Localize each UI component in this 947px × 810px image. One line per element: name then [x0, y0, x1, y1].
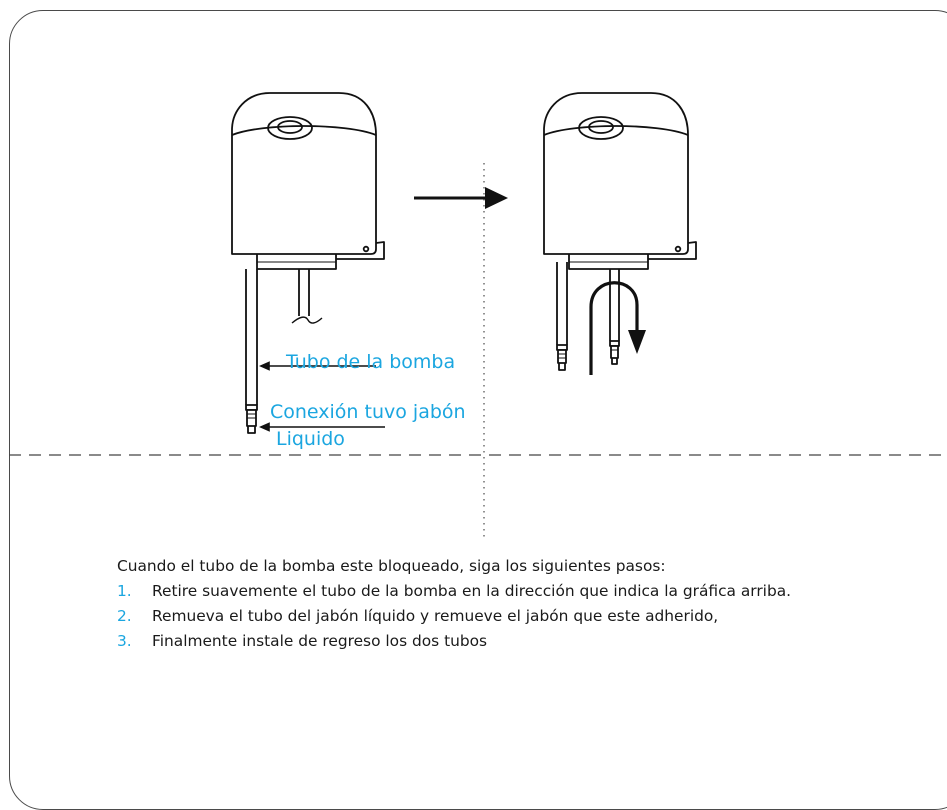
arrow-right-icon: [414, 187, 508, 209]
step-text: Remueva el tubo del jabón líquido y remu…: [152, 607, 719, 625]
connection-label-line1: Conexión tuvo jabón: [270, 401, 466, 423]
connection-label-line2: Liquido: [276, 428, 345, 450]
step-text: Finalmente instale de regreso los dos tu…: [152, 632, 488, 650]
callout-pointers: [259, 361, 385, 432]
step-text: Retire suavemente el tubo de la bomba en…: [152, 582, 792, 600]
soap-dispenser-icon: [231, 92, 385, 434]
steps-list: 1. Retire suavemente el tubo de la bomba…: [117, 582, 791, 657]
step-number: 2.: [117, 607, 132, 625]
step-number: 3.: [117, 632, 132, 650]
instructions: Cuando el tubo de la bomba este bloquead…: [117, 557, 791, 657]
step-item: 3. Finalmente instale de regreso los dos…: [117, 632, 791, 657]
soap-dispenser-icon: [543, 92, 697, 371]
step-item: 1. Retire suavemente el tubo de la bomba…: [117, 582, 791, 607]
step-item: 2. Remueva el tubo del jabón líquido y r…: [117, 607, 791, 632]
pump-tube-label: Tubo de la bomba: [286, 351, 456, 373]
figure-diagram: [9, 92, 947, 538]
curved-arrow-down-icon: [589, 281, 646, 375]
instructions-intro: Cuando el tubo de la bomba este bloquead…: [117, 557, 666, 575]
step-number: 1.: [117, 582, 132, 600]
